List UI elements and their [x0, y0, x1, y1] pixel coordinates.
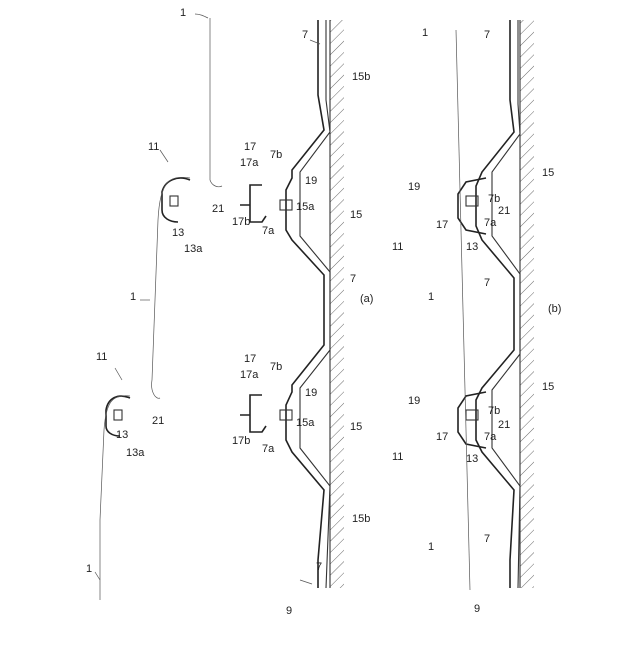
label-7a-a-lower: 7a: [262, 443, 275, 455]
ridge-profile-inner-a: [300, 20, 330, 588]
label-13-b-upper: 13: [466, 241, 478, 253]
label-19-a-upper: 19: [305, 175, 317, 187]
label-21-b-lower: 21: [498, 419, 510, 431]
ridge-profile-b: [476, 20, 514, 588]
label-fig-b: (b): [548, 303, 561, 315]
label-1-b-middle: 1: [428, 291, 434, 303]
label-fig-a: (a): [360, 293, 373, 305]
label-7a-b-upper: 7a: [484, 217, 497, 229]
label-15-b-upper: 15: [542, 167, 554, 179]
leader-9-a: [300, 580, 312, 584]
label-7-b-middle: 7: [484, 277, 490, 289]
label-7a-b-lower: 7a: [484, 431, 497, 443]
label-17-b-upper: 17: [436, 219, 448, 231]
label-7-a-bottom: 7: [316, 561, 322, 573]
label-19-b-lower: 19: [408, 395, 420, 407]
label-1-a-middle: 1: [130, 291, 136, 303]
leader-1-a-bottom: [95, 572, 100, 580]
label-7b-a-lower: 7b: [270, 361, 282, 373]
label-1-b-bottom: 1: [428, 541, 434, 553]
view-b: 1 7 15 19 7b 21 17 7a 13 11 7 1 (b) 15 1…: [392, 20, 561, 615]
nut-a-lower: [114, 410, 122, 420]
roofing-line-b: [456, 30, 470, 590]
label-17b-a-upper: 17b: [232, 216, 250, 228]
label-17-a-upper: 17: [244, 141, 256, 153]
label-9-a: 9: [286, 605, 292, 617]
clip-a-lower: [240, 395, 266, 432]
label-1-b-top: 1: [422, 27, 428, 39]
label-15-b-lower: 15: [542, 381, 554, 393]
ridge-profile-a: [286, 20, 324, 588]
label-13a-a-upper: 13a: [184, 243, 203, 255]
label-11-b-lower: 11: [392, 451, 403, 463]
view-a: 1 11 1 11 1 7 15b 17 17a 7b 19 15a 15 17…: [86, 7, 373, 617]
leader-1-a-top: [195, 14, 208, 18]
label-17b-a-lower: 17b: [232, 435, 250, 447]
label-1-a-top: 1: [180, 7, 186, 19]
label-7a-a-upper: 7a: [262, 225, 275, 237]
leader-11-a-lower: [115, 368, 122, 380]
label-9-b: 9: [474, 603, 480, 615]
label-7b-b-upper: 7b: [488, 193, 500, 205]
ridge-profile-inner-b: [492, 20, 520, 588]
label-7-b-bottom: 7: [484, 533, 490, 545]
label-15a-a-lower: 15a: [296, 417, 315, 429]
label-11-a-lower: 11: [96, 351, 107, 363]
label-15-a-upper: 15: [350, 209, 362, 221]
label-19-b-upper: 19: [408, 181, 420, 193]
label-13a-a-lower: 13a: [126, 447, 145, 459]
label-11-b-upper: 11: [392, 241, 403, 253]
label-15-a-lower: 15: [350, 421, 362, 433]
label-13-a-upper: 13: [172, 227, 184, 239]
label-13-b-lower: 13: [466, 453, 478, 465]
label-7-a-middle: 7: [350, 273, 356, 285]
label-21-b-upper: 21: [498, 205, 510, 217]
label-1-a-bottom: 1: [86, 563, 92, 575]
base-hatching-b: [520, 20, 534, 588]
label-17a-a-upper: 17a: [240, 157, 259, 169]
label-7-a-top: 7: [302, 29, 308, 41]
roofing-line-a: [100, 18, 222, 600]
label-11-a-upper: 11: [148, 141, 159, 153]
label-17-a-lower: 17: [244, 353, 256, 365]
leader-11-a-upper: [160, 150, 168, 162]
label-7-b-top: 7: [484, 29, 490, 41]
label-15b-a-upper: 15b: [352, 71, 370, 83]
label-13-a-lower: 13: [116, 429, 128, 441]
label-15b-a-lower: 15b: [352, 513, 370, 525]
label-15a-a-upper: 15a: [296, 201, 315, 213]
label-7b-a-upper: 7b: [270, 149, 282, 161]
base-hatching-a: [330, 20, 344, 588]
label-17a-a-lower: 17a: [240, 369, 259, 381]
label-17-b-lower: 17: [436, 431, 448, 443]
label-19-a-lower: 19: [305, 387, 317, 399]
label-21-a-upper: 21: [212, 203, 224, 215]
label-7b-b-lower: 7b: [488, 405, 500, 417]
nut-a-upper: [170, 196, 178, 206]
label-21-a-lower: 21: [152, 415, 164, 427]
